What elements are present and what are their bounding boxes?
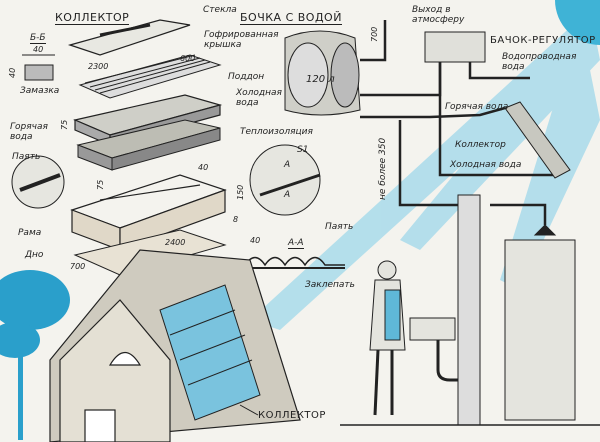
detail-s1: S1 (297, 145, 309, 155)
insulation-label: Теплоизоляция (240, 127, 313, 137)
detail-a1: А (284, 160, 291, 170)
dim-bb-height: 40 (8, 67, 17, 78)
detail-a2: А (284, 190, 291, 200)
barrel (284, 30, 361, 116)
putty-label: Замазка (20, 86, 60, 96)
dim-2300: 2300 (88, 62, 109, 71)
section-aa (244, 256, 345, 267)
shower-cabin (504, 224, 576, 421)
vent-label: Выход в атмосферу (412, 5, 465, 25)
system-collector-label: Коллектор (455, 140, 506, 150)
cold-water-label: Холодная вода (236, 88, 282, 108)
roof-collector (159, 284, 261, 421)
height-limit-label: не более 350 (378, 137, 388, 200)
solder-left-label: Паять (12, 152, 41, 162)
dim-700: 700 (70, 262, 86, 271)
dim-75-tray: 75 (60, 119, 69, 130)
collector-title: КОЛЛЕКТОР (55, 11, 130, 25)
insulation (76, 119, 221, 171)
mains-water-label: Водопроводная вода (502, 52, 577, 72)
woman-at-sink (369, 260, 458, 416)
barrel-volume: 120 л (306, 74, 335, 85)
rivet-label: Заклепать (305, 280, 355, 290)
dim-700-vent: 700 (370, 26, 379, 42)
solder-detail-right (249, 144, 321, 216)
dim-150: 150 (236, 184, 245, 200)
frame-label: Рама (18, 228, 42, 238)
bottom-label: Дно (25, 250, 44, 260)
system-cold-water-label: Холодная вода (450, 160, 522, 170)
corrugated-cover-label: Гофрированная крышка (204, 30, 279, 50)
regulator-tank (424, 31, 486, 63)
corrugated-cover (78, 54, 222, 99)
glass-label: Стекла (203, 5, 237, 15)
collector-panel (504, 101, 571, 179)
solder-right-label: Паять (325, 222, 354, 232)
sun-icon (555, 0, 600, 45)
pipes (360, 20, 555, 225)
barrel-title: БОЧКА С ВОДОЙ (240, 11, 342, 25)
glass-sheets (67, 19, 191, 56)
section-bb (22, 54, 55, 81)
log-wall (457, 194, 481, 426)
dim-bb-width: 40 (33, 45, 44, 54)
dim-40-aa: 40 (250, 236, 261, 245)
hot-water-label: Горячая вода (10, 122, 48, 142)
dim-8: 8 (233, 215, 239, 224)
house-collector-label: КОЛЛЕКТОР (258, 410, 326, 421)
section-bb-label: Б-Б (30, 33, 46, 44)
dim-600: 600 (180, 54, 196, 63)
system-hot-water-label: Горячая вода (445, 102, 509, 112)
dim-40-frame: 40 (198, 163, 209, 172)
section-aa-label: А-А (288, 238, 304, 249)
tray-label: Поддон (228, 72, 265, 82)
regulator-title: БАЧОК-РЕГУЛЯТОР (490, 35, 596, 46)
frame (70, 174, 227, 251)
dim-75-frame: 75 (96, 179, 105, 190)
tree (0, 270, 70, 440)
dim-2400: 2400 (165, 238, 186, 247)
